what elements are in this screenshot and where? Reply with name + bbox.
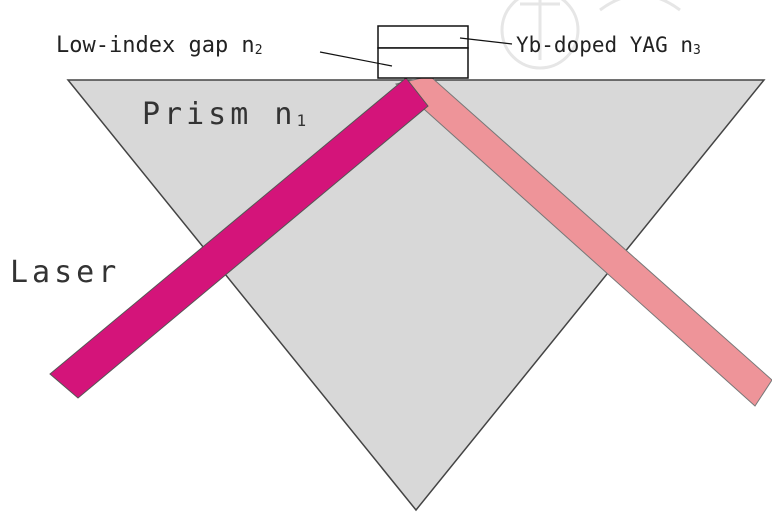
yag-crystal xyxy=(377,25,469,49)
crystal-label: Yb-doped YAG n3 xyxy=(516,33,701,58)
gap-label-subscript: 2 xyxy=(255,43,263,58)
prism-label-subscript: 1 xyxy=(296,111,310,130)
gap-leader-line xyxy=(319,51,393,67)
gap-label-text: Low-index gap n xyxy=(56,33,255,58)
prism-label-text: Prism n xyxy=(142,97,296,132)
prism-label: Prism n1 xyxy=(142,97,310,132)
low-index-gap xyxy=(377,47,469,79)
incident-beam xyxy=(49,77,429,399)
crystal-leader-line xyxy=(459,37,513,45)
crystal-label-text: Yb-doped YAG n xyxy=(516,33,693,57)
gap-label: Low-index gap n2 xyxy=(56,33,263,58)
laser-label: Laser xyxy=(10,255,120,290)
crystal-label-subscript: 3 xyxy=(693,43,701,58)
watermark xyxy=(500,0,681,70)
